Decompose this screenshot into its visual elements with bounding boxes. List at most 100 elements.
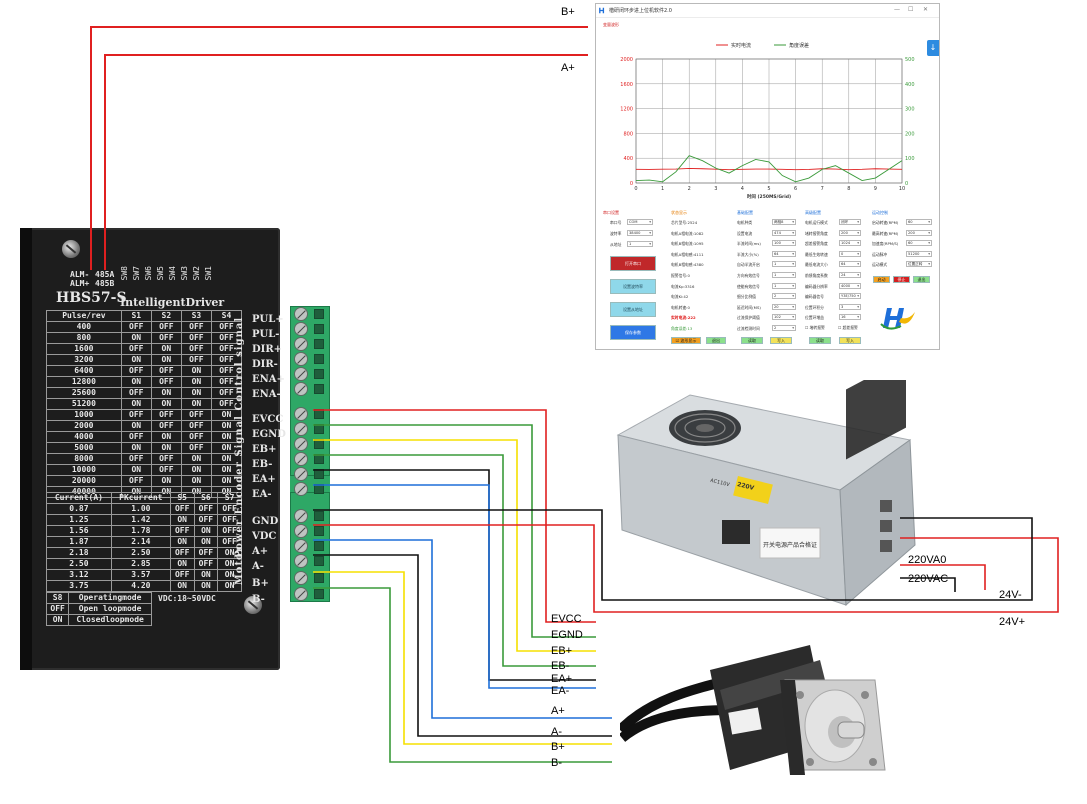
terminal-socket: [314, 309, 324, 319]
pulse-table-cell: ON: [120, 332, 152, 344]
motion-exit-button[interactable]: 退出: [913, 276, 930, 283]
motion-label: 最高转速(RPM): [872, 230, 899, 236]
adv-select[interactable]: 3▾: [839, 303, 861, 310]
terminal-socket: [314, 409, 324, 419]
motion-select-value: 位置正转: [908, 262, 923, 267]
chevron-down-icon: ▾: [857, 273, 859, 277]
param-select[interactable]: 2▾: [772, 325, 796, 331]
y-left-tick-label: 0: [630, 181, 633, 187]
chevron-down-icon: ▾: [857, 294, 859, 299]
adv-read-button[interactable]: 读取: [809, 337, 831, 344]
baud-select[interactable]: 38400▾: [627, 230, 653, 236]
adv-select[interactable]: 200▾: [839, 229, 861, 236]
pin-label: DIR+: [252, 344, 283, 355]
terminal-screw: [294, 352, 308, 366]
overrun-alarm-checkbox[interactable]: ☐ 超差报警: [838, 325, 858, 330]
chevron-down-icon: ▾: [928, 230, 930, 235]
minimize-icon[interactable]: —: [894, 6, 900, 13]
y-left-tick-label: 400: [623, 156, 633, 162]
stop-button[interactable]: 停止: [893, 276, 910, 283]
adv-select[interactable]: 0▾: [839, 250, 861, 257]
motion-select[interactable]: 60▾: [906, 240, 932, 247]
params-write-button[interactable]: 写入: [770, 337, 792, 344]
param-select[interactable]: 1▾: [772, 272, 796, 278]
x-tick-label: 3: [714, 186, 717, 192]
addr-select[interactable]: 1▾: [627, 241, 653, 247]
download-icon[interactable]: ↓: [927, 40, 939, 56]
y-left-tick-label: 1200: [620, 107, 633, 113]
save-params-button[interactable]: 保存参数: [610, 325, 656, 340]
param-select[interactable]: 两相8▾: [772, 219, 796, 225]
param-select-value: 2: [774, 294, 777, 299]
pulse-table-cell: OFF: [150, 321, 182, 333]
open-port-button[interactable]: 打开串口: [610, 256, 656, 271]
port-select[interactable]: COM▾: [627, 219, 653, 225]
motion-select[interactable]: 200▾: [906, 229, 932, 236]
param-label: 自动半流开启: [737, 262, 760, 268]
current-table-cell: OFF: [193, 547, 219, 559]
x-tick-label: 5: [767, 186, 770, 192]
param-select[interactable]: 1▾: [772, 282, 796, 289]
param-select[interactable]: 102▾: [772, 314, 796, 321]
current-table-cell: ON: [169, 536, 195, 548]
pulse-table-cell: OFF: [180, 354, 212, 366]
pulse-table-cell: OFF: [120, 343, 152, 355]
adv-select[interactable]: Y3E/750▾: [839, 293, 861, 300]
motion-select[interactable]: 位置正转 ▾: [906, 261, 932, 268]
terminal-screw: [294, 539, 308, 553]
adv-select[interactable]: 1024▾: [839, 240, 861, 247]
adv-select[interactable]: 24▾: [839, 272, 861, 278]
pulse-table-cell: ON: [180, 365, 212, 377]
adv-select[interactable]: 闭环▾: [839, 219, 861, 225]
motion-select[interactable]: 60▾: [906, 219, 932, 225]
adv-select[interactable]: 4000▾: [839, 282, 861, 289]
wire-label-eb-plus: EB+: [551, 645, 573, 657]
stall-alarm-checkbox[interactable]: ☐ 堵转报警: [805, 325, 825, 330]
param-select[interactable]: 100▾: [772, 240, 796, 247]
param-select[interactable]: 64▾: [772, 250, 796, 257]
pulse-table-cell: ON: [150, 398, 182, 410]
param-select[interactable]: 1▾: [772, 261, 796, 268]
current-table-cell: 1.78: [110, 525, 171, 537]
wave-display-checkbox[interactable]: ☑ 波形显示: [671, 337, 701, 344]
pulse-table-cell: 400: [46, 321, 122, 333]
chevron-down-icon: ▾: [792, 326, 794, 330]
set-addr-button[interactable]: 设置从地址: [610, 302, 656, 317]
start-button[interactable]: 启动: [873, 276, 890, 283]
pulse-table-cell: 800: [46, 332, 122, 344]
y-left-tick-label: 1600: [620, 82, 633, 88]
adv-select[interactable]: 16▾: [839, 314, 861, 321]
adv-write-button[interactable]: 写入: [839, 337, 861, 344]
status-item: 电机转速:0: [671, 304, 690, 310]
param-select-value: 102: [774, 315, 781, 320]
params-read-button[interactable]: 读取: [741, 337, 763, 344]
set-baud-button[interactable]: 设置波特率: [610, 279, 656, 294]
terminal-socket: [314, 324, 324, 334]
motion-select[interactable]: 51200▾: [906, 250, 932, 257]
chevron-down-icon: ▾: [928, 262, 930, 267]
adv-label: 位置环增益: [805, 315, 824, 321]
pulse-table-cell: OFF: [120, 365, 152, 377]
param-select-value: 1: [774, 283, 777, 288]
terminal-screw: [294, 571, 308, 585]
adv-select[interactable]: 64▾: [839, 261, 861, 268]
switch-label: SW2: [192, 266, 201, 281]
x-tick-label: 1: [661, 186, 664, 192]
param-select[interactable]: 474▾: [772, 229, 796, 236]
wire-label-b-plus: B+: [551, 741, 565, 753]
param-select[interactable]: 20▾: [772, 303, 796, 310]
current-table-cell: 2.50: [110, 547, 171, 559]
x-tick-label: 4: [741, 186, 744, 192]
maximize-icon[interactable]: ☐: [908, 6, 914, 13]
close-icon[interactable]: ✕: [923, 6, 929, 13]
param-select[interactable]: 2▾: [772, 293, 796, 300]
status-exit-button[interactable]: 退出: [706, 337, 726, 344]
status-item: 电机A相电感:4111: [671, 251, 704, 257]
current-table-cell: 2.85: [110, 558, 171, 570]
